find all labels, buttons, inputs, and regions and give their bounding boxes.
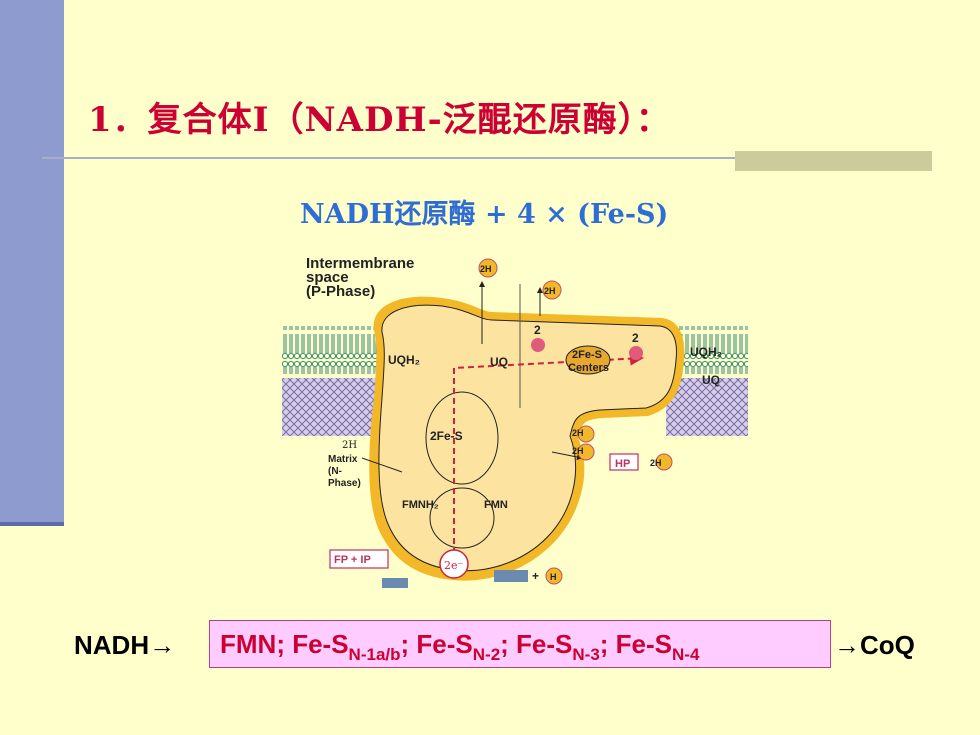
label-two-e: 2e⁻ bbox=[444, 559, 464, 572]
chain-sub-2: N-2 bbox=[472, 645, 501, 664]
label-two-a: 2 bbox=[534, 323, 541, 337]
chain-fmn: FMN; Fe-S bbox=[220, 629, 349, 659]
chain-start: NADH→ bbox=[74, 630, 176, 660]
subtitle: NADH还原酶 + 4 × (Fe-S) bbox=[300, 199, 669, 230]
nadh-glyph-left bbox=[382, 578, 408, 588]
proton-badge-5 bbox=[655, 453, 673, 471]
label-fp-ip: FP + IP bbox=[334, 554, 371, 566]
proton-badge-1 bbox=[478, 258, 498, 278]
label-uqh2-right: UQH₂ bbox=[690, 345, 722, 359]
chain-carrier-box: FMN; Fe-SN-1a/b; Fe-SN-2; Fe-SN-3; Fe-SN… bbox=[209, 620, 831, 668]
chain-carriers: FMN; Fe-SN-1a/b; Fe-SN-2; Fe-SN-3; Fe-SN… bbox=[220, 629, 699, 665]
chain-sub-1: N-1a/b bbox=[348, 645, 401, 664]
label-uqh2-left: UQH₂ bbox=[388, 353, 420, 367]
left-accent-bar-shadow bbox=[0, 522, 64, 526]
label-h-small: H bbox=[550, 572, 557, 582]
proton-arrow-hp bbox=[551, 451, 583, 460]
chain-sep-3: ; Fe-S bbox=[599, 629, 673, 659]
fp-ip-box bbox=[329, 549, 389, 569]
hp-box bbox=[609, 453, 639, 471]
label-nadh-plus: + bbox=[532, 569, 539, 583]
proton-badge-4 bbox=[577, 443, 595, 461]
membrane-lower-left bbox=[282, 378, 382, 436]
membrane-lower-right bbox=[666, 378, 748, 436]
chain-sub-4: N-4 bbox=[672, 645, 700, 664]
title-divider bbox=[42, 157, 932, 159]
proton-badge-2 bbox=[542, 280, 562, 300]
proton-badge-6 bbox=[545, 567, 563, 585]
label-proton-matrix: 2H bbox=[342, 440, 357, 451]
label-proton-2: 2H bbox=[544, 286, 556, 296]
label-intermembrane-3: (P-Phase) bbox=[306, 283, 375, 300]
fes-centers bbox=[565, 345, 611, 375]
label-fmn: FMN bbox=[484, 499, 508, 511]
chain-sep-1: ; Fe-S bbox=[400, 629, 473, 659]
label-uq-center: UQ bbox=[490, 355, 508, 369]
membrane-upper-left bbox=[282, 326, 382, 374]
slide-title: 1．复合体Ⅰ（NADH-泛醌还原酶）： bbox=[88, 100, 671, 140]
label-intermembrane-1: Intermembrane bbox=[306, 255, 414, 272]
label-hp: HP bbox=[615, 458, 630, 470]
label-fes-centers-2: Centers bbox=[568, 362, 609, 374]
fes-cycle bbox=[425, 391, 499, 485]
label-two-b: 2 bbox=[632, 331, 639, 345]
label-proton-4: 2H bbox=[572, 446, 584, 456]
two-electron-circle bbox=[439, 549, 469, 579]
chain-end: →CoQ bbox=[834, 630, 915, 660]
fmn-cycle bbox=[429, 487, 495, 549]
label-fmnh2: FMNH₂ bbox=[402, 499, 439, 511]
proton-arrow-matrix bbox=[361, 457, 403, 473]
label-proton-3: 2H bbox=[572, 428, 584, 438]
label-intermembrane-2: space bbox=[306, 269, 349, 286]
proton-badge-3 bbox=[577, 425, 595, 443]
left-accent-bar bbox=[0, 0, 64, 522]
complex-i-diagram: Intermembrane space (P-Phase) 2H 2H 2 2 … bbox=[282, 255, 748, 588]
nadh-glyph-right bbox=[494, 570, 528, 582]
label-fes-centers-1: 2Fe-S bbox=[572, 349, 602, 361]
label-proton-1: 2H bbox=[480, 264, 492, 274]
label-proton-5: 2H bbox=[650, 458, 662, 468]
label-matrix-2: (N- bbox=[328, 466, 342, 477]
chain-sub-3: N-3 bbox=[572, 645, 600, 664]
label-matrix-1: Matrix bbox=[328, 454, 358, 465]
chain-sep-2: ; Fe-S bbox=[500, 629, 573, 659]
electron-transfer-chain: NADH→ FMN; Fe-SN-1a/b; Fe-SN-2; Fe-SN-3;… bbox=[74, 620, 934, 672]
title-divider-accent bbox=[735, 151, 932, 171]
label-uq-right: UQ bbox=[702, 373, 720, 387]
label-fes-2: 2Fe-S bbox=[430, 429, 463, 443]
electron-dot-2 bbox=[629, 346, 643, 360]
label-matrix-3: Phase) bbox=[328, 478, 361, 489]
electron-dot-1 bbox=[531, 338, 545, 352]
